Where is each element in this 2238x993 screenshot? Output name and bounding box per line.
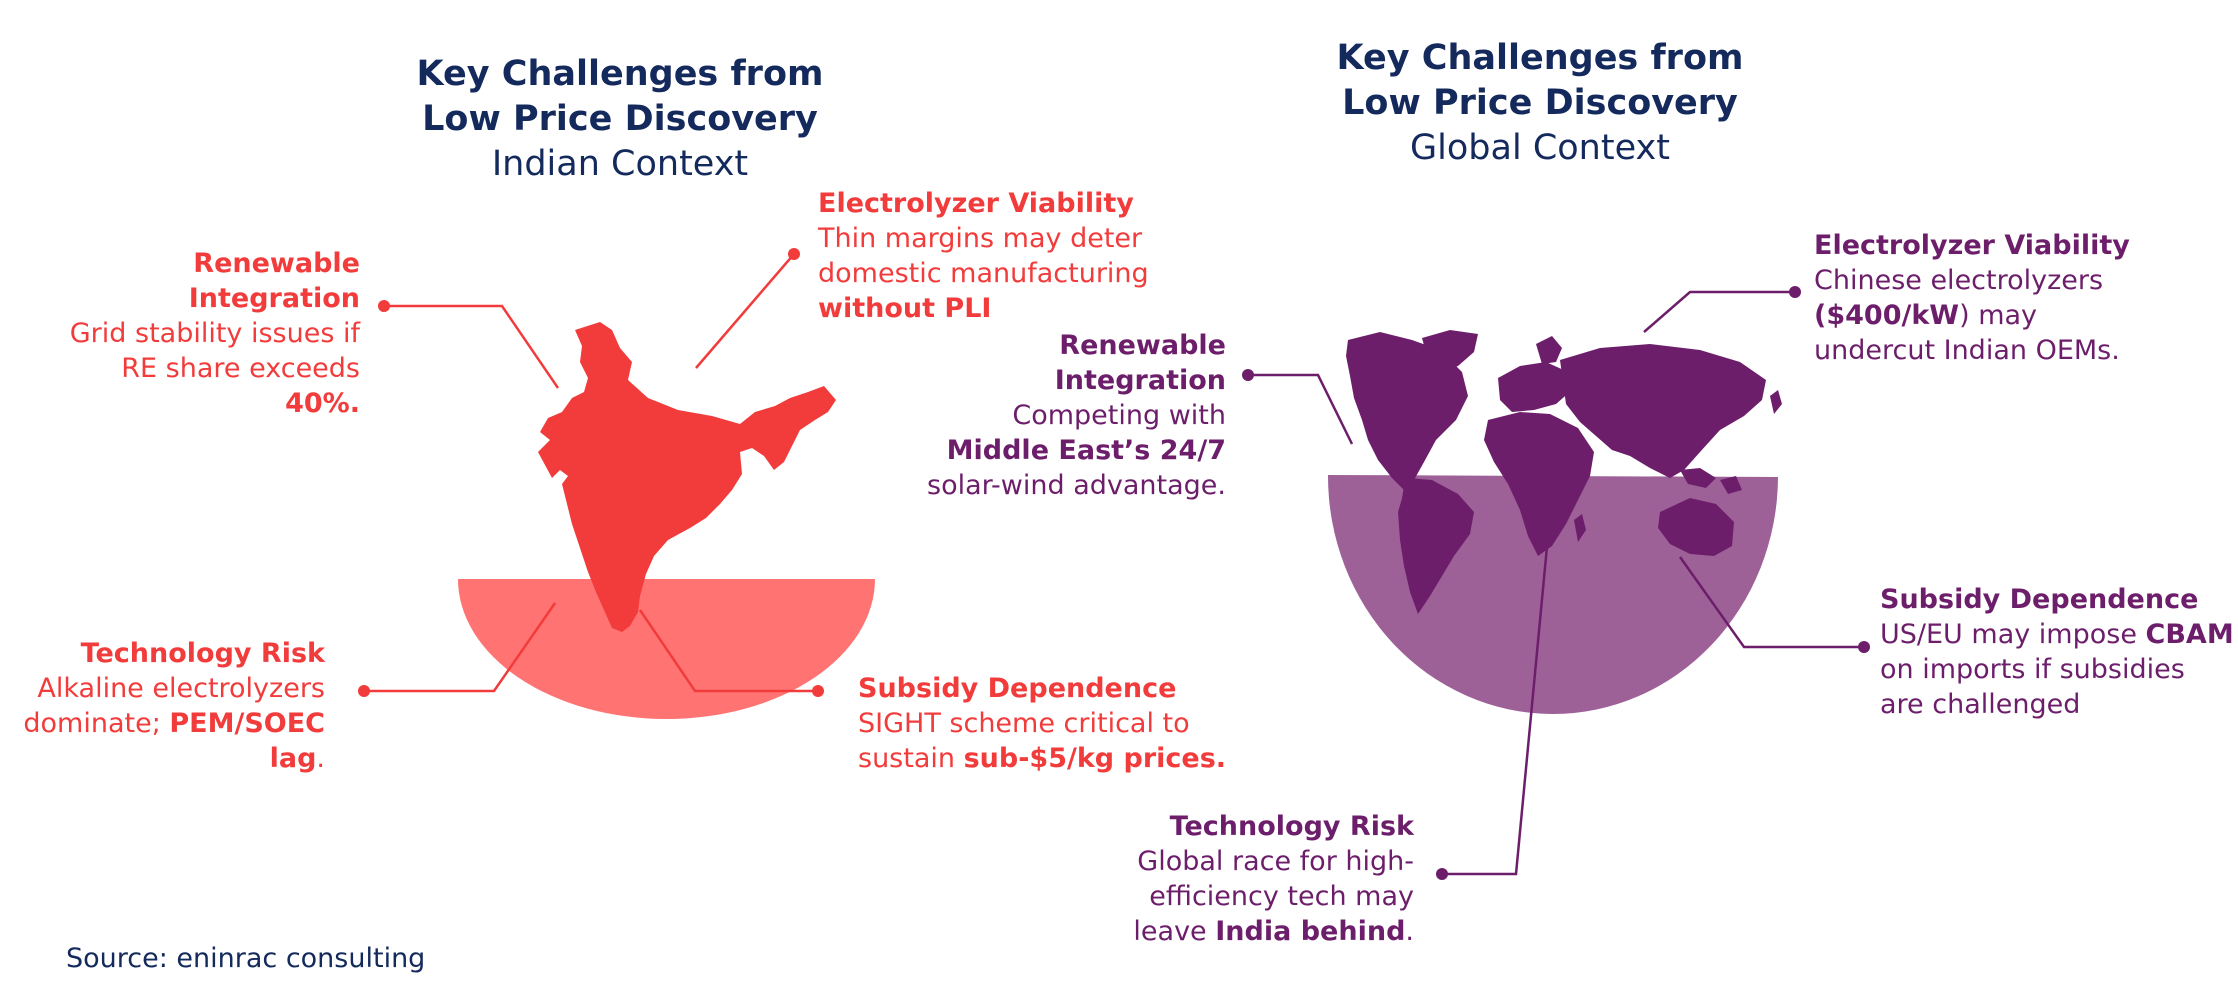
india-subsidy-line2b: sub-$5/kg prices. (963, 743, 1227, 774)
india-renewable-line3: 40%. (285, 388, 360, 419)
global-connectors (1242, 286, 1870, 880)
india-renewable-line2: RE share exceeds (121, 353, 360, 384)
global-technology-line3b: India behind (1215, 916, 1406, 947)
global-subtitle: Global Context (1410, 128, 1670, 168)
india-technology-line3c: . (316, 743, 325, 774)
india-electrolyzer-heading: Electrolyzer Viability (818, 188, 1134, 219)
india-technology-line2b: PEM/SOEC (169, 708, 325, 739)
global-subsidy-heading: Subsidy Dependence (1880, 584, 2199, 615)
global-electrolyzer-line2b: ($400/kW (1814, 300, 1960, 331)
world-map-icon (1346, 330, 1782, 614)
india-subsidy-line2a: sustain (858, 743, 964, 774)
global-renewable-line1: Competing with (1012, 400, 1226, 431)
india-electrolyzer-block: Electrolyzer Viability Thin margins may … (818, 186, 1149, 326)
india-map-icon (538, 322, 836, 632)
global-technology-block: Technology Risk Global race for high- ef… (1100, 809, 1414, 949)
india-title: Key Challenges from Low Price Discovery (416, 54, 824, 139)
source-note: Source: eninrac consulting (66, 943, 426, 974)
global-electrolyzer-line3: undercut Indian OEMs. (1814, 335, 2120, 366)
global-renewable-heading: Renewable Integration (1054, 330, 1226, 396)
india-technology-line1: Alkaline electrolyzers (37, 673, 325, 704)
connector-electrolyzer-india (695, 253, 795, 369)
india-renewable-heading: Renewable Integration (188, 248, 360, 314)
global-subsidy-block: Subsidy Dependence US/EU may impose CBAM… (1880, 582, 2234, 722)
india-subsidy-line1: SIGHT scheme critical to (858, 708, 1190, 739)
india-renewable-block: Renewable Integration Grid stability iss… (40, 246, 360, 421)
global-technology-line2: efficiency tech may (1149, 881, 1414, 912)
connector-electrolyzer-global (1643, 290, 1795, 333)
global-electrolyzer-heading: Electrolyzer Viability (1814, 230, 2130, 261)
global-electrolyzer-block: Electrolyzer Viability Chinese electroly… (1814, 228, 2130, 368)
india-subsidy-heading: Subsidy Dependence (858, 673, 1177, 704)
india-technology-block: Technology Risk Alkaline electrolyzers d… (20, 636, 325, 776)
global-renewable-line2: Middle East’s 24/7 (946, 435, 1226, 466)
india-subtitle: Indian Context (491, 144, 749, 184)
india-electrolyzer-line1: Thin margins may deter (818, 223, 1143, 254)
global-title-block: Key Challenges from Low Price Discovery … (1300, 36, 1780, 171)
global-subsidy-line1a: US/EU may impose (1880, 619, 2146, 650)
global-technology-line3a: leave (1133, 916, 1216, 947)
connector-renewable-global (1248, 373, 1354, 445)
india-electrolyzer-line2: domestic manufacturing (818, 258, 1149, 289)
global-renewable-line3: solar-wind advantage. (927, 470, 1226, 501)
india-title-block: Key Challenges from Low Price Discovery … (380, 52, 860, 187)
global-electrolyzer-line1: Chinese electrolyzers (1814, 265, 2104, 296)
global-technology-heading: Technology Risk (1169, 811, 1414, 842)
connector-technology-india (364, 602, 557, 693)
global-technology-line1: Global race for high- (1137, 846, 1414, 877)
india-technology-line3b: lag (269, 743, 317, 774)
connector-renewable-india (384, 304, 560, 389)
india-subsidy-block: Subsidy Dependence SIGHT scheme critical… (858, 671, 1226, 776)
india-electrolyzer-line3: without PLI (818, 293, 992, 324)
global-subsidy-line1b: CBAM (2145, 619, 2234, 650)
global-title: Key Challenges from Low Price Discovery (1336, 38, 1744, 123)
india-technology-line2a: dominate; (23, 708, 170, 739)
global-renewable-block: Renewable Integration Competing with Mid… (900, 328, 1226, 503)
global-subsidy-line2: on imports if subsidies (1880, 654, 2185, 685)
connector-technology-global (1442, 535, 1550, 876)
india-technology-heading: Technology Risk (80, 638, 325, 669)
connector-subsidy-global (1678, 556, 1864, 649)
india-connectors (358, 248, 824, 697)
global-technology-line3c: . (1405, 916, 1414, 947)
connector-subsidy-india (638, 609, 818, 693)
global-electrolyzer-line2c: ) may (1959, 300, 2038, 331)
india-renewable-line1: Grid stability issues if (69, 318, 360, 349)
global-subsidy-line3: are challenged (1880, 689, 2081, 720)
